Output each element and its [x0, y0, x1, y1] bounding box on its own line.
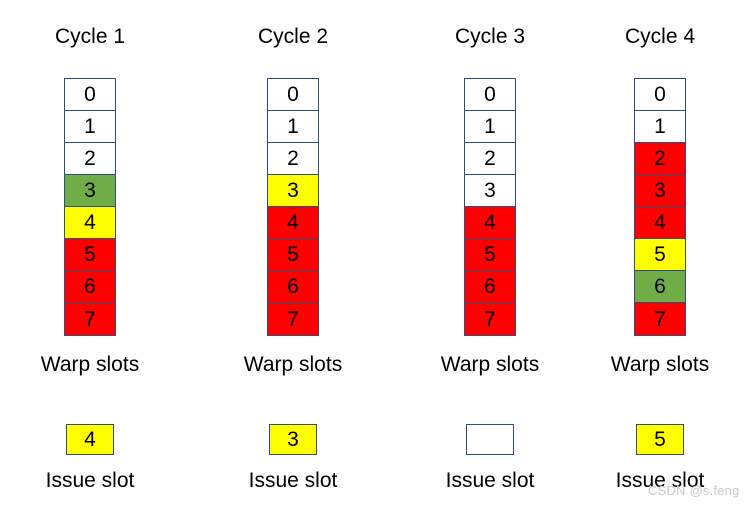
- issue-slot-box[interactable]: 5: [636, 424, 684, 455]
- warp-slots-label: Warp slots: [243, 353, 343, 376]
- warp-slot-cell[interactable]: 0: [635, 79, 685, 111]
- issue-slot-box[interactable]: [466, 424, 514, 455]
- issue-slot-label: Issue slot: [615, 469, 705, 492]
- cycle-title: Cycle 3: [454, 25, 526, 48]
- warp-slot-cell[interactable]: 2: [268, 143, 318, 175]
- warp-slot-cell[interactable]: 5: [268, 239, 318, 271]
- warp-slots-label: Warp slots: [40, 353, 140, 376]
- cycle-title: Cycle 2: [257, 25, 329, 48]
- cycle-column-2: Cycle 2 0 1 2 3 4 5 6 7 Warp slots 3 Iss…: [203, 0, 383, 510]
- warp-slot-cell[interactable]: 1: [465, 111, 515, 143]
- warp-slots-label: Warp slots: [610, 353, 710, 376]
- warp-slot-cell[interactable]: 1: [635, 111, 685, 143]
- issue-slot-box[interactable]: 4: [66, 424, 114, 455]
- warp-slot-cell[interactable]: 6: [268, 271, 318, 303]
- warp-slot-cell[interactable]: 1: [268, 111, 318, 143]
- warp-slot-cell[interactable]: 2: [465, 143, 515, 175]
- warp-slot-cell[interactable]: 0: [465, 79, 515, 111]
- warp-slot-cell[interactable]: 7: [635, 303, 685, 335]
- warp-slot-cell[interactable]: 6: [635, 271, 685, 303]
- warp-slot-cell[interactable]: 3: [268, 175, 318, 207]
- cycle-column-1: Cycle 1 0 1 2 3 4 5 6 7 Warp slots 4 Iss…: [0, 0, 180, 510]
- warp-slots-label: Warp slots: [440, 353, 540, 376]
- warp-slot-cell[interactable]: 4: [268, 207, 318, 239]
- warp-slot-cell[interactable]: 3: [635, 175, 685, 207]
- warp-slot-cell[interactable]: 0: [65, 79, 115, 111]
- warp-slot-stack: 0 1 2 3 4 5 6 7: [64, 78, 116, 336]
- cycle-title: Cycle 4: [624, 25, 696, 48]
- warp-slot-cell[interactable]: 7: [65, 303, 115, 335]
- issue-slot-label: Issue slot: [445, 469, 535, 492]
- warp-slot-cell[interactable]: 2: [65, 143, 115, 175]
- warp-slot-cell[interactable]: 2: [635, 143, 685, 175]
- warp-slot-cell[interactable]: 5: [465, 239, 515, 271]
- cycle-column-4: Cycle 4 0 1 2 3 4 5 6 7 Warp slots 5 Iss…: [570, 0, 745, 510]
- issue-slot-label: Issue slot: [248, 469, 338, 492]
- warp-slot-cell[interactable]: 4: [635, 207, 685, 239]
- warp-slot-stack: 0 1 2 3 4 5 6 7: [634, 78, 686, 336]
- warp-slot-cell[interactable]: 7: [268, 303, 318, 335]
- warp-slot-cell[interactable]: 1: [65, 111, 115, 143]
- warp-slot-cell[interactable]: 4: [465, 207, 515, 239]
- warp-slot-cell[interactable]: 4: [65, 207, 115, 239]
- cycle-column-3: Cycle 3 0 1 2 3 4 5 6 7 Warp slots Issue…: [400, 0, 580, 510]
- issue-slot-box[interactable]: 3: [269, 424, 317, 455]
- warp-slot-cell[interactable]: 5: [635, 239, 685, 271]
- warp-slot-stack: 0 1 2 3 4 5 6 7: [464, 78, 516, 336]
- warp-slot-cell[interactable]: 5: [65, 239, 115, 271]
- warp-slot-cell[interactable]: 6: [65, 271, 115, 303]
- warp-slot-cell[interactable]: 3: [65, 175, 115, 207]
- warp-slot-cell[interactable]: 3: [465, 175, 515, 207]
- warp-slot-cell[interactable]: 0: [268, 79, 318, 111]
- cycle-title: Cycle 1: [54, 25, 126, 48]
- warp-slot-cell[interactable]: 7: [465, 303, 515, 335]
- warp-slot-cell[interactable]: 6: [465, 271, 515, 303]
- issue-slot-label: Issue slot: [45, 469, 135, 492]
- warp-slot-stack: 0 1 2 3 4 5 6 7: [267, 78, 319, 336]
- watermark-text: CSDN @s.feng: [648, 483, 740, 498]
